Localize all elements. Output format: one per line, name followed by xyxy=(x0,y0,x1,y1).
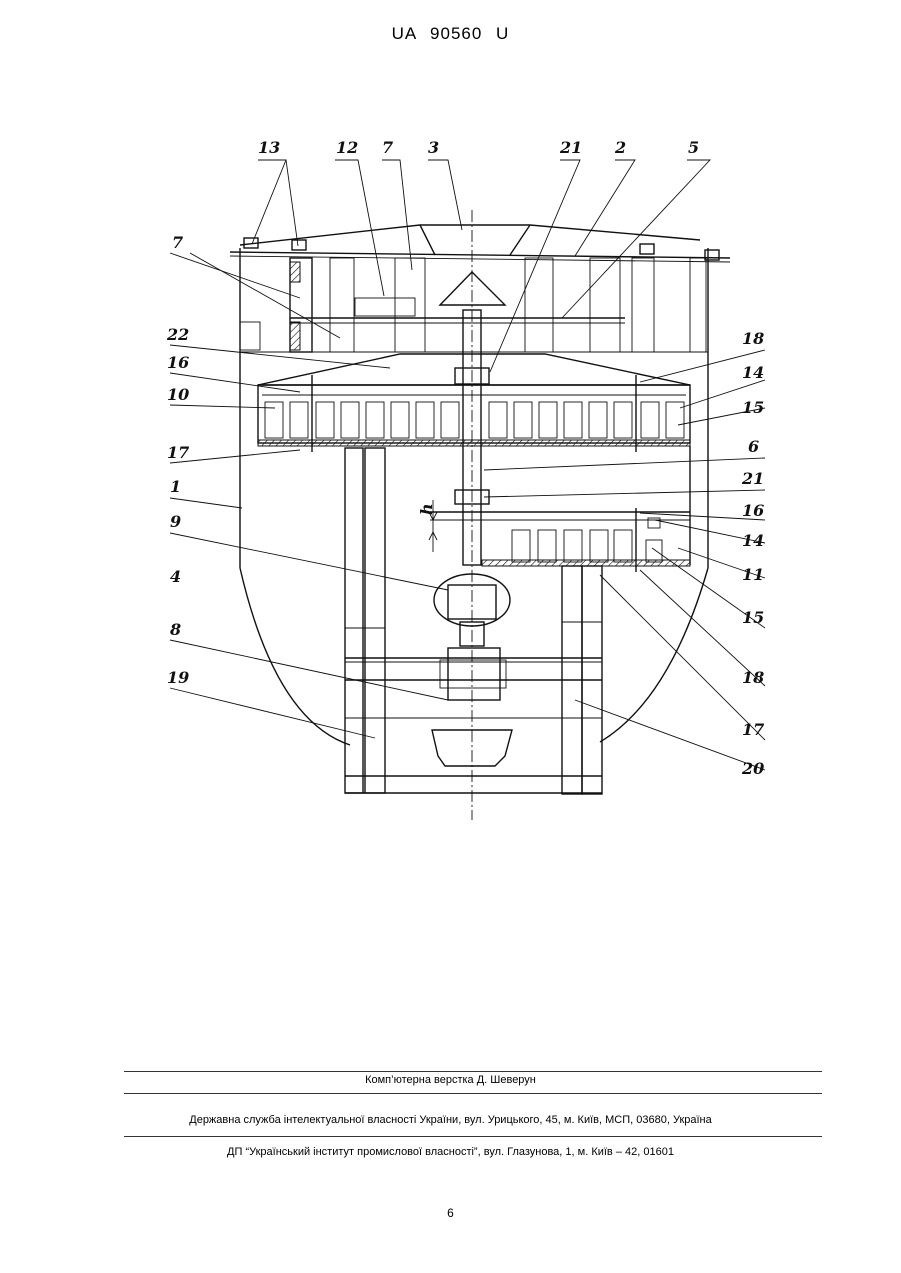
footer-typesetter: Комп’ютерна верстка Д. Шеверун xyxy=(0,1074,901,1086)
upper-drum xyxy=(240,258,708,352)
label-12: 12 xyxy=(336,138,358,157)
central-shaft xyxy=(455,210,489,820)
label-7-top: 7 xyxy=(382,138,393,157)
label-21-right: 21 xyxy=(741,469,764,488)
top-lid xyxy=(230,225,730,262)
page-number: 6 xyxy=(0,1206,901,1220)
label-16-left: 16 xyxy=(167,353,189,372)
label-4: 4 xyxy=(170,567,181,586)
label-14-right-top: 14 xyxy=(742,363,764,382)
footer-rule-bottom xyxy=(124,1136,822,1137)
label-h: h xyxy=(417,503,436,515)
label-1: 1 xyxy=(170,477,181,496)
label-19: 19 xyxy=(167,668,189,687)
label-3: 3 xyxy=(428,138,439,157)
label-6: 6 xyxy=(748,437,759,456)
label-16-right: 16 xyxy=(742,501,764,520)
footer-institute: ДП “Український інститут промислової вла… xyxy=(0,1146,901,1158)
label-20: 20 xyxy=(741,759,764,778)
upper-container-row xyxy=(265,402,684,438)
label-7-left: 7 xyxy=(172,233,183,252)
technical-drawing: 13 12 7 3 21 2 5 7 22 16 10 17 1 9 4 8 1… xyxy=(0,0,901,900)
leader-lines xyxy=(170,160,765,770)
footer-agency: Державна служба інтелектуальної власност… xyxy=(0,1114,901,1126)
label-13: 13 xyxy=(258,138,280,157)
footer-rule-top xyxy=(124,1071,822,1072)
support-frame xyxy=(345,448,602,794)
upper-tray xyxy=(258,354,690,452)
label-17-left: 17 xyxy=(167,443,189,462)
label-18-right-top: 18 xyxy=(742,329,764,348)
label-15-right-top: 15 xyxy=(742,398,764,417)
label-9: 9 xyxy=(170,512,181,531)
label-14-right-bottom: 14 xyxy=(742,531,764,550)
label-21-top: 21 xyxy=(559,138,582,157)
label-17-right: 17 xyxy=(742,720,764,739)
label-22: 22 xyxy=(166,325,189,344)
label-11: 11 xyxy=(742,565,764,584)
label-18-right-bottom: 18 xyxy=(742,668,764,687)
label-2: 2 xyxy=(614,138,626,157)
label-15-right-bottom: 15 xyxy=(742,608,764,627)
label-10: 10 xyxy=(167,385,189,404)
lower-tray xyxy=(430,446,690,572)
footer-rule-middle xyxy=(124,1093,822,1094)
label-8: 8 xyxy=(169,620,181,639)
label-5: 5 xyxy=(688,138,699,157)
